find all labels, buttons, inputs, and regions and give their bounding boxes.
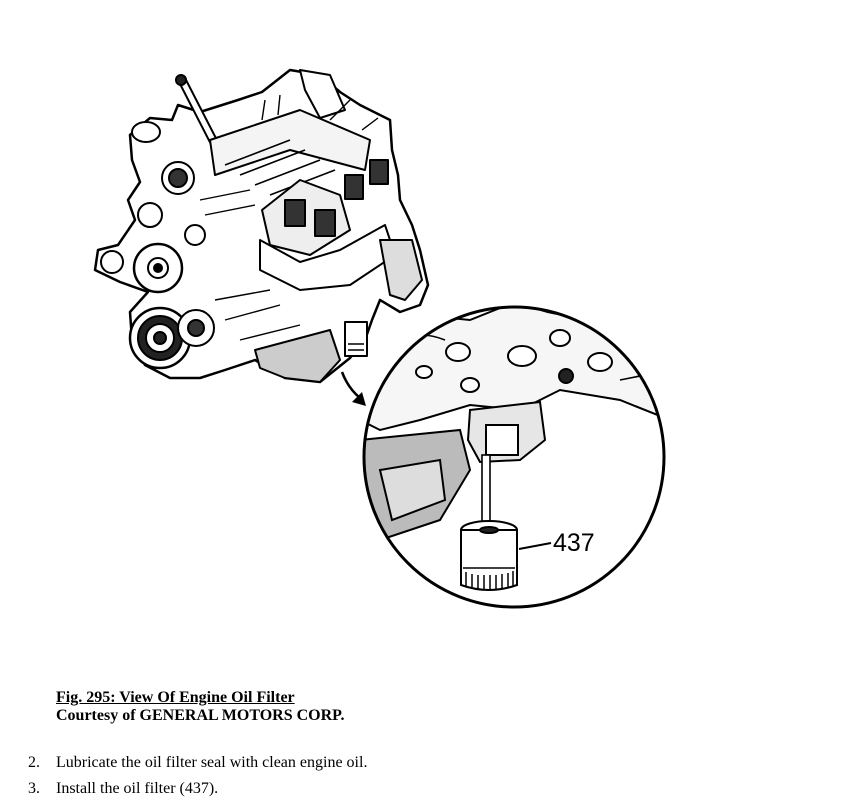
detail-arrow xyxy=(340,371,366,406)
detail-circle: 437 xyxy=(362,305,666,609)
list-item: 2. Lubricate the oil filter seal with cl… xyxy=(28,750,367,776)
engine-drawing xyxy=(93,68,430,384)
list-item: 3. Install the oil filter (437). xyxy=(28,776,367,802)
figure-credit: Courtesy of GENERAL MOTORS CORP. xyxy=(56,707,345,724)
callout-label-437: 437 xyxy=(553,529,595,557)
step-text: Install the oil filter (437). xyxy=(56,780,219,797)
engine-oil-filter-illustration: 437 xyxy=(93,68,666,609)
procedure-steps: 2. Lubricate the oil filter seal with cl… xyxy=(28,750,367,802)
step-text: Lubricate the oil filter seal with clean… xyxy=(56,754,368,771)
figure-caption: Fig. 295: View Of Engine Oil Filter Cour… xyxy=(56,689,344,725)
step-number: 2. xyxy=(28,754,40,771)
step-number: 3. xyxy=(28,780,40,797)
figure-title: Fig. 295: View Of Engine Oil Filter xyxy=(56,689,295,706)
